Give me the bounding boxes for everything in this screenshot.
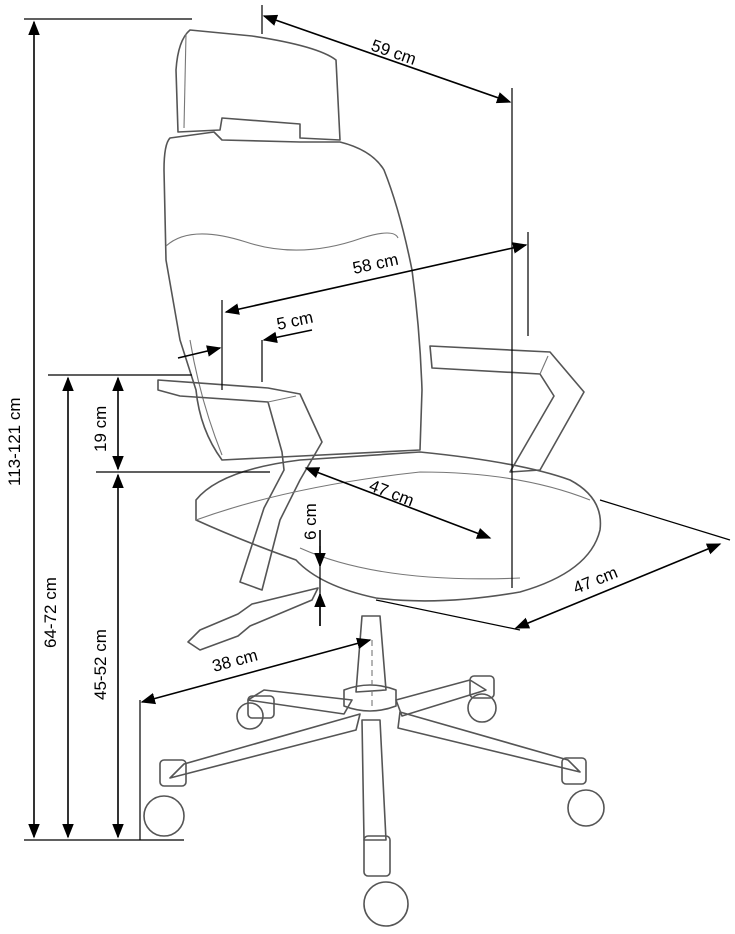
label-headrest-width: 59 cm [369,36,419,69]
label-total-height: 113-121 cm [5,397,24,486]
dim-armrest-width-line-left [177,345,222,359]
backrest [163,131,423,461]
headrest [175,29,341,141]
label-backrest-width: 58 cm [351,250,400,278]
dim-armrest-width-line-right [262,329,313,343]
tilt-lever [187,587,319,651]
dimension-labels: 59 cm 58 cm 5 cm 47 cm 47 cm 38 cm 6 cm … [5,36,620,700]
label-armrest-floor-height: 64-72 cm [41,577,60,648]
label-seat-thickness: 6 cm [301,503,320,540]
dim-seat-width-line [514,543,722,629]
dim-seat-depth-line [304,467,492,539]
label-seat-width: 47 cm [570,563,620,598]
star-base [169,679,581,841]
dim-headrest-width-line [262,14,512,104]
label-seat-height: 45-52 cm [91,629,110,700]
label-seat-depth: 47 cm [367,476,417,510]
label-armrest-height: 19 cm [91,406,110,452]
gas-lift [355,615,387,693]
caster-wheels [143,675,605,927]
right-armrest [429,345,585,473]
left-armrest [157,379,323,591]
dim-base-radius-line [140,637,372,705]
dim-backrest-width-line [224,242,528,315]
dimension-lines [24,5,731,841]
